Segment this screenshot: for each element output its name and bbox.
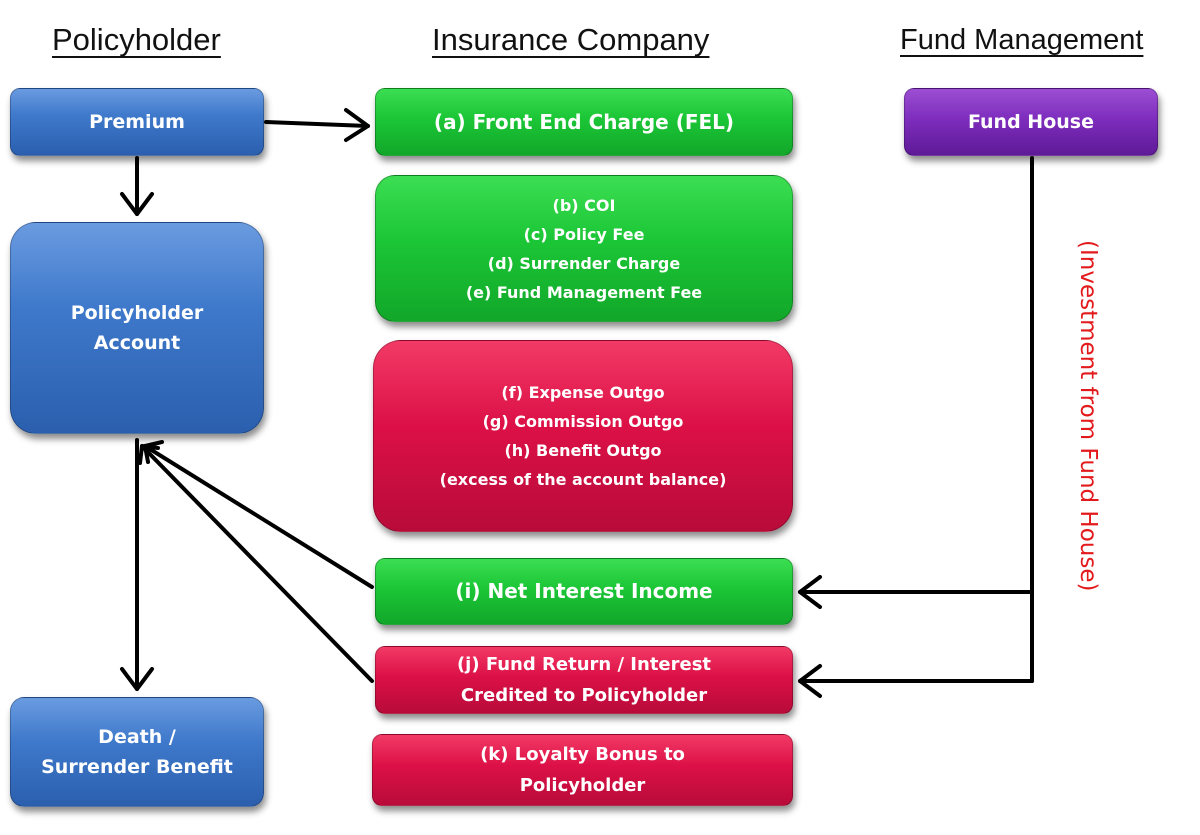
front-end-charge-label: (a) Front End Charge (FEL) xyxy=(433,109,735,134)
charge-policy-fee: (c) Policy Fee xyxy=(523,224,645,244)
outgo-excess-note: (excess of the account balance) xyxy=(439,470,727,489)
fund-return-line1: (j) Fund Return / Interest xyxy=(456,654,712,675)
front-end-charge-box: (a) Front End Charge (FEL) xyxy=(375,88,793,156)
charge-surrender: (d) Surrender Charge xyxy=(487,253,681,273)
outgo-expense: (f) Expense Outgo xyxy=(501,383,665,402)
premium-label: Premium xyxy=(89,111,185,133)
outgo-box: (f) Expense Outgo (g) Commission Outgo (… xyxy=(373,340,793,532)
investment-from-fund-house-label: (Investment from Fund House) xyxy=(1075,240,1101,592)
outgo-commission: (g) Commission Outgo xyxy=(482,412,684,431)
fund-return-box: (j) Fund Return / Interest Credited to P… xyxy=(375,646,793,714)
arrow-fund-to-fund-return xyxy=(798,664,1034,698)
benefit-line2: Surrender Benefit xyxy=(41,756,233,778)
fund-house-box: Fund House xyxy=(904,88,1158,156)
header-policyholder: Policyholder xyxy=(52,22,221,57)
outgo-benefit: (h) Benefit Outgo xyxy=(504,441,662,460)
charges-box: (b) COI (c) Policy Fee (d) Surrender Cha… xyxy=(375,175,793,322)
loyalty-bonus-line1: (k) Loyalty Bonus to xyxy=(480,744,685,765)
arrow-premium-to-fel xyxy=(264,108,370,142)
header-fund-management: Fund Management xyxy=(900,24,1144,56)
net-interest-income-label: (i) Net Interest Income xyxy=(455,579,713,603)
loyalty-bonus-line2: Policyholder xyxy=(519,775,646,796)
arrow-premium-to-account xyxy=(120,156,154,216)
death-surrender-benefit-box: Death / Surrender Benefit xyxy=(10,697,264,807)
benefit-line1: Death / xyxy=(98,726,176,748)
fund-return-line2: Credited to Policyholder xyxy=(460,685,708,706)
fund-house-label: Fund House xyxy=(968,111,1094,133)
premium-box: Premium xyxy=(10,88,264,156)
arrow-account-to-benefit xyxy=(120,438,154,691)
charge-coi: (b) COI xyxy=(552,195,616,215)
net-interest-income-box: (i) Net Interest Income xyxy=(375,558,793,625)
arrow-fund-to-net-interest xyxy=(798,575,1034,609)
loyalty-bonus-box: (k) Loyalty Bonus to Policyholder xyxy=(372,734,793,806)
charge-fund-management-fee: (e) Fund Management Fee xyxy=(465,282,703,302)
header-insurance-company: Insurance Company xyxy=(432,22,710,57)
policyholder-account-line2: Account xyxy=(93,332,181,354)
policyholder-account-box: Policyholder Account xyxy=(10,222,264,434)
arrow-fund-return-to-account xyxy=(138,444,374,683)
policyholder-account-line1: Policyholder xyxy=(70,302,204,324)
